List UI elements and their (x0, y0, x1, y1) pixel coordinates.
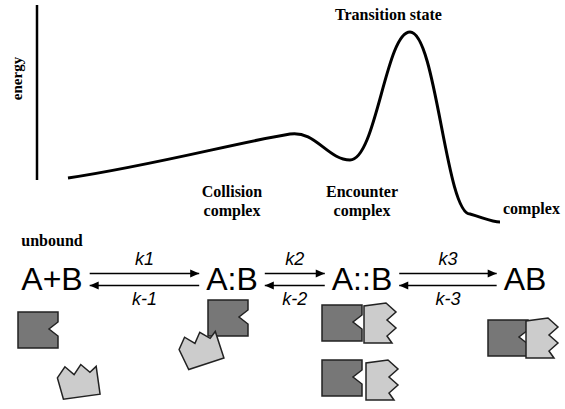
rate-constant: k-2 (280, 290, 309, 310)
protein-a (208, 300, 248, 336)
axis-label: energy (10, 56, 27, 99)
species-node: Encounter complexA::B (329, 262, 395, 297)
protein-a (322, 305, 362, 341)
rate-constant: k3 (436, 250, 459, 270)
energy-curve (68, 32, 500, 222)
species-node: Collision complexA:B (203, 262, 261, 297)
protein-a (488, 320, 528, 356)
rate-arrow (265, 270, 325, 278)
protein-a (322, 360, 362, 396)
state-label: complex (503, 200, 560, 218)
species-formula: AB (501, 262, 550, 297)
rate-constant: k-3 (433, 290, 462, 310)
state-heading: unbound (0, 231, 107, 250)
rate-constant: k1 (133, 250, 156, 270)
rate-arrow (90, 282, 200, 290)
species-formula: A:B (203, 262, 261, 297)
protein-a (18, 312, 58, 348)
species-node: AB (501, 262, 550, 297)
species-node: unboundA+B (18, 262, 85, 297)
rate-arrow (90, 270, 200, 278)
protein-b (176, 328, 224, 371)
peak-label: Transition state (335, 6, 442, 24)
rate-arrow (265, 282, 325, 290)
rate-constant: k2 (283, 250, 306, 270)
energy-axis (36, 5, 39, 180)
state-heading: Collision complex (177, 182, 287, 220)
protein-b (364, 303, 396, 343)
protein-b (56, 362, 100, 399)
species-formula: A::B (329, 262, 395, 297)
protein-b (366, 360, 398, 400)
protein-b (526, 318, 558, 358)
rate-constant: k-1 (130, 290, 159, 310)
rate-arrow (399, 270, 496, 278)
state-heading: Encounter complex (307, 182, 417, 220)
species-formula: A+B (18, 262, 85, 297)
rate-arrow (399, 282, 496, 290)
